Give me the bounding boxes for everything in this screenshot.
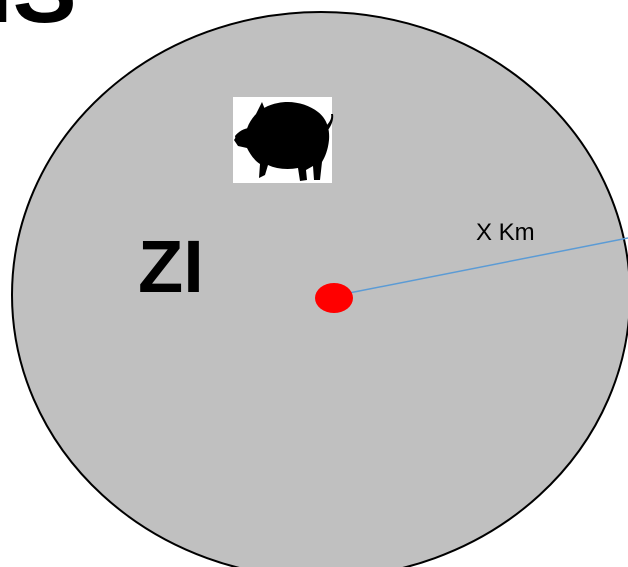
center-point [315,283,353,313]
zone-label: ZI [138,225,204,308]
radius-line [343,237,628,295]
wild-boar-icon [233,97,334,183]
radius-label: X Km [476,219,535,246]
boar-silhouette [234,102,334,181]
cropped-heading-text: IS [0,0,77,43]
